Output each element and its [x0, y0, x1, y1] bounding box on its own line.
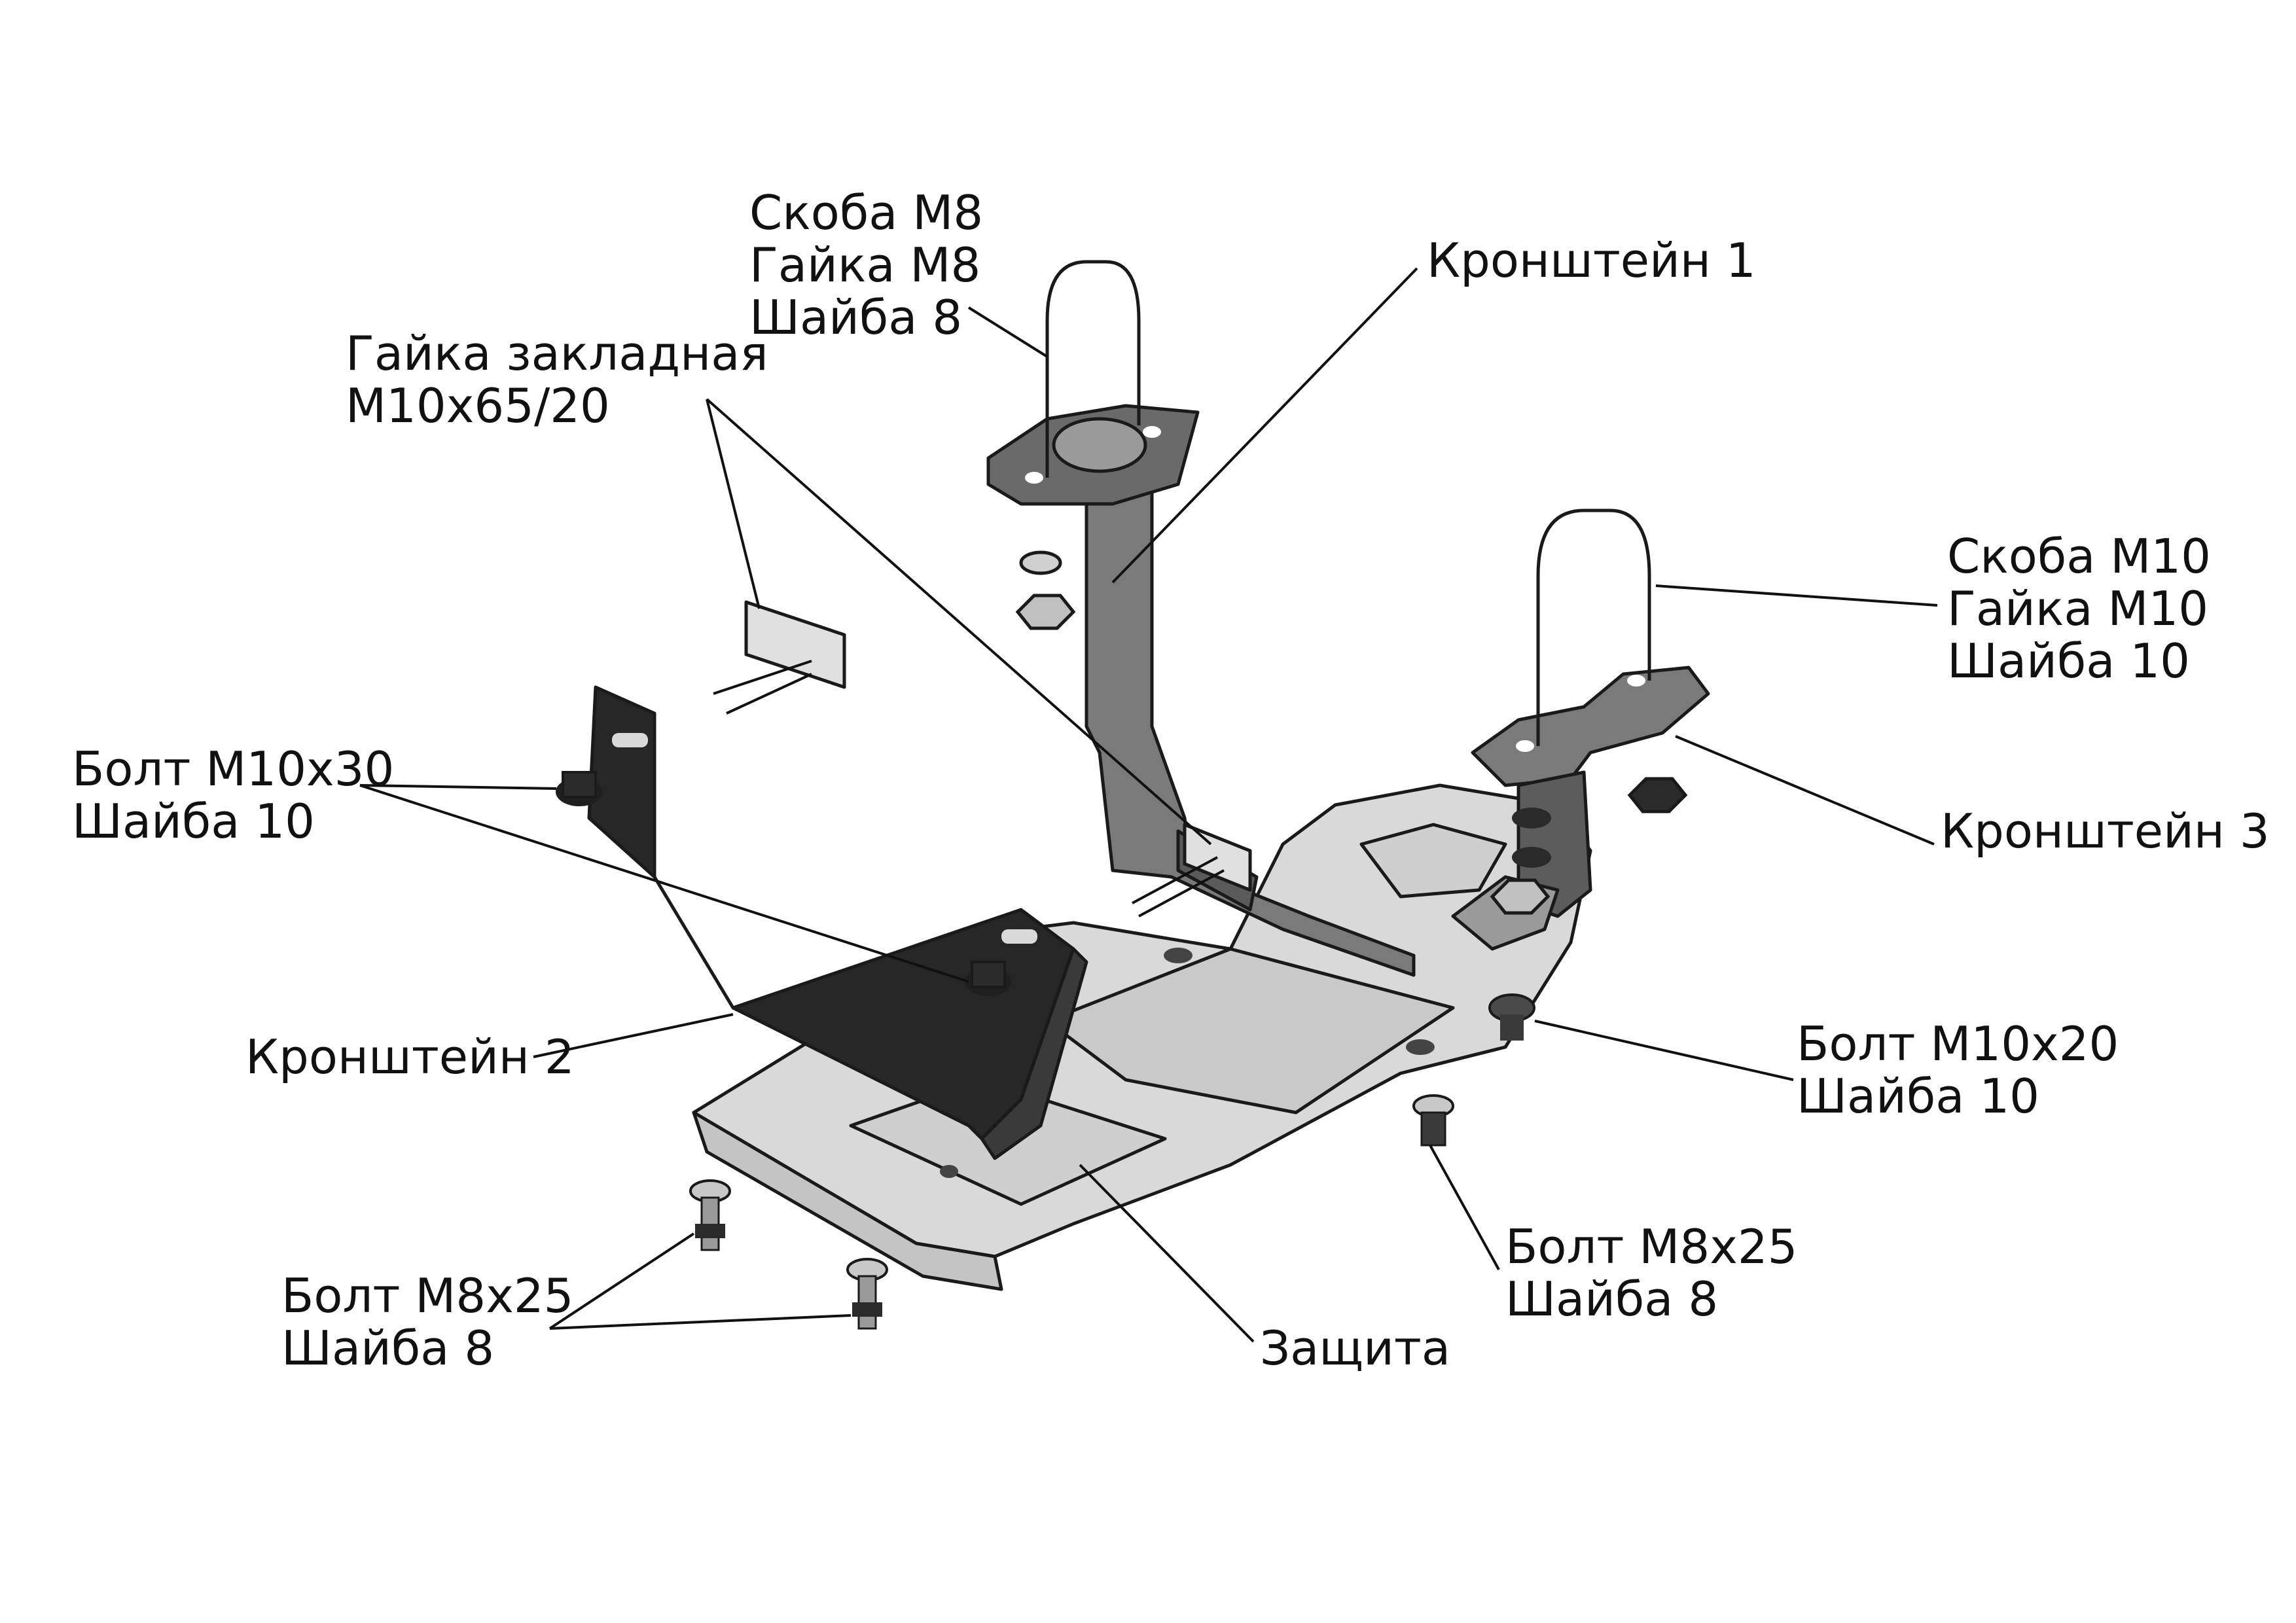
label-line: Кронштейн 3: [1941, 804, 2270, 859]
label-line: Кронштейн 1: [1427, 233, 1756, 288]
label-line: Шайба 10: [1947, 633, 2190, 688]
label-line: М10х65/20: [346, 378, 610, 433]
label-line: Гайка М10: [1947, 581, 2209, 636]
bracket-1-saddle: [1052, 417, 1147, 473]
label-gaika-zakladnaya: Гайка закладная М10х65/20: [346, 327, 768, 432]
label-bolt-m8x25-right: Болт М8х25 Шайба 8: [1505, 1221, 1797, 1325]
label-skoba-m10: Скоба М10 Гайка М10 Шайба 10: [1947, 530, 2211, 687]
skid-plate-recess: [1045, 947, 1455, 1115]
label-line: Шайба 8: [281, 1321, 495, 1376]
bracket-1-hole: [1025, 472, 1043, 484]
bracket-3: [1451, 666, 1710, 951]
bracket-2-flange: [980, 947, 1088, 1160]
skid-plate-front-lip: [692, 1111, 1003, 1291]
label-line: Шайба 8: [1505, 1272, 1719, 1327]
label-kronshtein-1: Кронштейн 1: [1427, 234, 1756, 287]
label-line: Кронштейн 2: [245, 1029, 575, 1084]
bracket-3-bushing: [1512, 808, 1551, 829]
label-bolt-m10x20: Болт М10х20 Шайба 10: [1797, 1018, 2119, 1122]
label-line: Гайка М8: [749, 238, 981, 293]
skid-plate-hole: [940, 1165, 958, 1178]
bolt-m8x25-right: [1412, 1094, 1454, 1147]
label-line: Гайка закладная: [346, 326, 768, 381]
label-zashchita: Защита: [1260, 1322, 1450, 1374]
bolt-m8x25-left-a: [689, 1179, 731, 1251]
label-line: Болт М10х30: [72, 741, 395, 796]
skid-plate-hole: [1164, 948, 1193, 963]
label-line: Скоба М10: [1947, 529, 2211, 584]
bracket-3-nut: [1490, 878, 1551, 915]
bolt-m8x25-left-b: [846, 1258, 888, 1330]
bolt-m10x30-a: [556, 771, 603, 806]
label-bolt-m10x30: Болт М10х30 Шайба 10: [72, 743, 394, 847]
bracket-3-top-mount: [1471, 666, 1710, 787]
label-kronshtein-2: Кронштейн 2: [245, 1031, 575, 1083]
bolt-m10x20: [1488, 993, 1535, 1041]
bracket-1-body: [1085, 482, 1416, 977]
embedded-nut-mounted: [1132, 823, 1252, 918]
bracket-2-slot: [612, 733, 648, 747]
label-line: Шайба 10: [1797, 1069, 2039, 1124]
bracket-3-hole: [1516, 740, 1534, 752]
nut-m10: [1627, 777, 1688, 813]
u-bolt-m10: [1536, 508, 1651, 746]
label-line: Болт М10х20: [1797, 1016, 2119, 1071]
bracket-1-hole: [1143, 426, 1161, 438]
leader-lines: [359, 267, 1938, 1343]
label-line: Скоба М8: [749, 185, 984, 240]
label-skoba-m8: Скоба М8 Гайка М8 Шайба 8: [749, 187, 983, 344]
label-line: Шайба 8: [749, 290, 963, 345]
label-line: Защита: [1260, 1321, 1450, 1376]
u-bolt-m8: [1045, 260, 1141, 478]
embedded-nut: [713, 600, 846, 715]
skid-plate-hole: [1406, 1039, 1435, 1055]
washer-8: [1019, 550, 1062, 575]
bracket-2-slot: [1001, 929, 1037, 944]
embedded-nut-plate: [744, 600, 846, 689]
nut-m8: [1015, 594, 1076, 630]
label-line: Шайба 10: [72, 794, 315, 849]
label-line: Болт М8х25: [1505, 1219, 1798, 1274]
bracket-3-bushing: [1512, 847, 1551, 868]
bolt-m10x30-b: [965, 961, 1012, 996]
bracket-2: [587, 685, 1088, 1160]
label-bolt-m8x25-left: Болт М8х25 Шайба 8: [281, 1270, 573, 1374]
bracket-3-hole: [1627, 675, 1645, 687]
skid-plate-rear-pocket: [1359, 823, 1507, 899]
label-line: Болт М8х25: [281, 1268, 574, 1323]
label-kronshtein-3: Кронштейн 3: [1941, 805, 2270, 857]
